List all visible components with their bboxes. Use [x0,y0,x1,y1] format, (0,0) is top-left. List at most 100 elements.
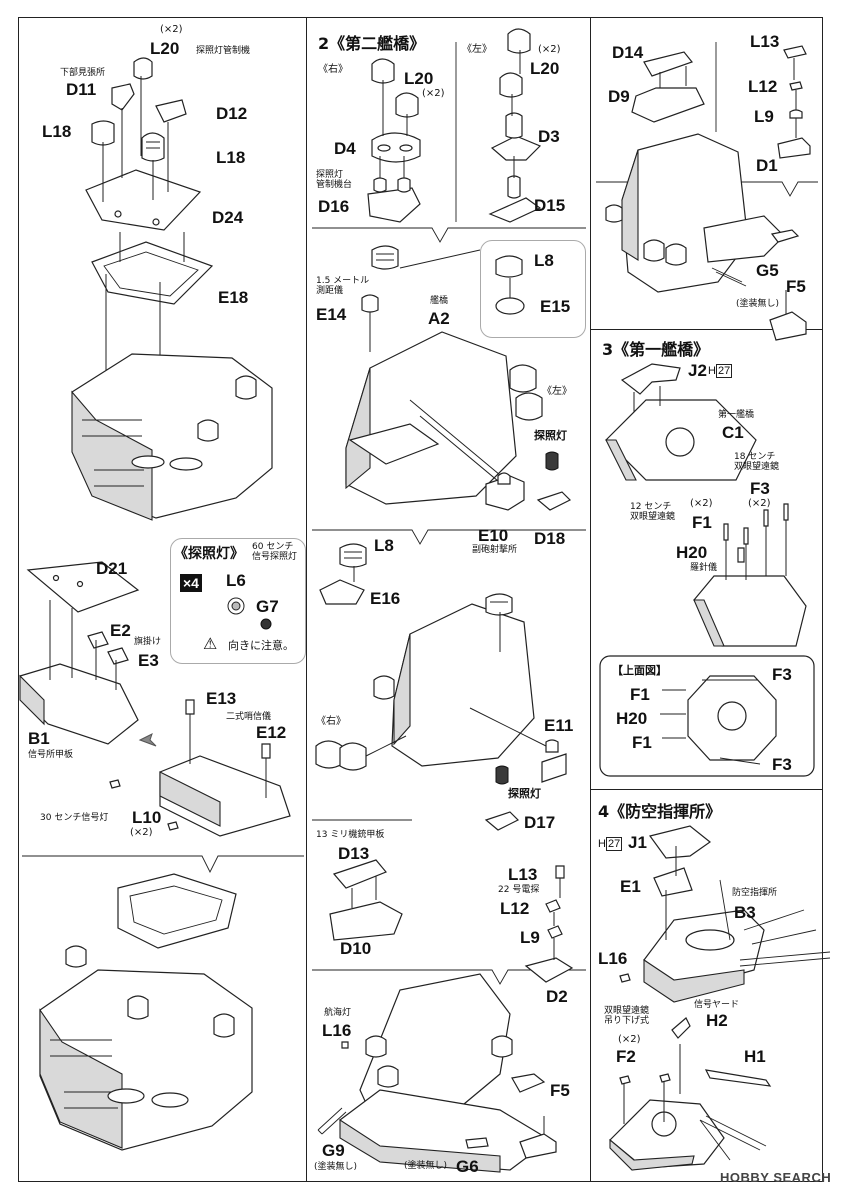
qty-L10: (×2) [130,827,153,838]
part-E13: E13 [206,689,237,708]
note-flag: 旗掛け [134,637,162,647]
searchlight-heading: 《探照灯》 [174,546,244,562]
note-signal-deck: 信号所甲板 [28,750,74,760]
note-first-bridge: 第一艦橋 [718,410,755,420]
part-L20-left: L20 [530,59,560,78]
note-rangefinder: 1.5 メートル 測距儀 [316,276,370,297]
qty-F2: (×2) [618,1034,641,1045]
searchlight-part-icons [227,597,272,630]
part-H20: H20 [676,543,708,562]
part-F2: F2 [616,1047,636,1066]
hobby-search-watermark: HOBBY SEARCH [720,1170,832,1185]
note-bino12: 12 センチ 双眼望遠鏡 [630,502,676,523]
part-E16: E16 [370,589,401,608]
part-H2: H2 [706,1011,728,1030]
part-D11: D11 [66,80,97,99]
part-L8-lower: L8 [374,536,394,555]
note-signal-yard: 信号ヤード [694,1000,740,1010]
side-right-top: 《右》 [318,64,348,75]
part-F1: F1 [692,513,712,532]
l8-e15-callout [480,240,586,338]
part-D13: D13 [338,844,370,863]
qty-L20: (×2) [160,24,183,35]
note-searchlight-a: 探照灯 [534,429,567,442]
part-E1: E1 [620,877,641,896]
side-left-top: 《左》 [462,44,492,55]
part-E15: E15 [540,297,571,316]
part-L18-left: L18 [42,122,72,141]
searchlight-callout-box [170,538,306,664]
part-F1-bottom: F1 [632,733,652,752]
part-L9: L9 [754,107,774,126]
part-A2: A2 [428,309,450,328]
part-L6: L6 [226,571,246,590]
qty-L20-right: (×2) [422,88,445,99]
part-F1-top: F1 [630,685,650,704]
part-D15: D15 [534,196,566,215]
note-13mm-deck: 13 ミリ機銃甲板 [316,830,385,840]
part-J2: J2 [688,361,707,380]
note-signal60: 60 センチ 信号探照灯 [252,542,298,563]
part-L12: L12 [748,77,778,96]
part-J1: J1 [628,833,647,852]
note-secondary-fire-control: 副砲射撃所 [472,545,518,555]
part-F5: F5 [786,277,806,296]
step-3-heading: 3《第一艦橋》 [602,340,710,359]
part-F3-top: F3 [772,665,792,684]
part-F5-lower: F5 [550,1081,570,1100]
part-L8: L8 [534,251,554,270]
part-D16: D16 [318,197,350,216]
note-radar22: 22 号電探 [498,885,540,895]
part-E18: E18 [218,288,249,307]
part-L20: L20 [150,39,180,58]
part-L18-right: L18 [216,148,246,167]
note-bino18: 18 センチ 双眼望遠鏡 [734,452,780,473]
part-B3: B3 [734,903,756,922]
note-compass: 羅針儀 [690,563,718,573]
part-E14: E14 [316,305,347,324]
part-D10: D10 [340,939,372,958]
note-no-paint-g9: (塗装無し) [314,1162,358,1172]
note-searchlight-controller: 探照灯管制機 [196,46,251,56]
part-H1: H1 [744,1047,766,1066]
note-searchlight-platform: 探照灯 管制機台 [316,170,353,191]
warning-icon: ⚠ [203,634,218,653]
part-E10: E10 [478,526,509,545]
part-L16-step4: L16 [598,949,628,968]
part-D9: D9 [608,87,630,106]
note-no-paint-g5: (塗装無し) [736,299,780,309]
part-D2: D2 [546,987,568,1006]
part-B1: B1 [28,729,50,748]
part-D1: D1 [756,156,778,175]
part-D4: D4 [334,139,356,158]
note-caution: 向きに注意。 [228,639,294,652]
part-D21: D21 [96,559,128,578]
note-signal30: 30 センチ信号灯 [40,813,109,823]
note-type2-signal: 二式哨信儀 [226,712,272,722]
note-no-paint-g6: (塗装無し) [404,1161,448,1171]
side-right-mid: 《右》 [316,716,346,727]
note-navlight: 航海灯 [324,1008,352,1018]
qty-x4-badge: ×4 [180,574,202,592]
part-D17: D17 [524,813,556,832]
qty-L20-left: (×2) [538,44,561,55]
part-L9-lower: L9 [520,928,540,947]
part-D14: D14 [612,43,644,62]
part-D18: D18 [534,529,566,548]
part-F3-bottom: F3 [772,755,792,774]
part-D12: D12 [216,104,248,123]
part-C1: C1 [722,423,744,442]
qty-F3: (×2) [748,498,771,509]
note-bridge: 艦橋 [430,296,449,306]
part-G6: G6 [456,1157,479,1176]
note-aa-control: 防空指揮所 [732,888,778,898]
part-F3: F3 [750,479,770,498]
part-L16: L16 [322,1021,352,1040]
part-E3: E3 [138,651,159,670]
part-D24: D24 [212,208,244,227]
part-G5: G5 [756,261,779,280]
note-searchlight-b: 探照灯 [508,787,541,800]
